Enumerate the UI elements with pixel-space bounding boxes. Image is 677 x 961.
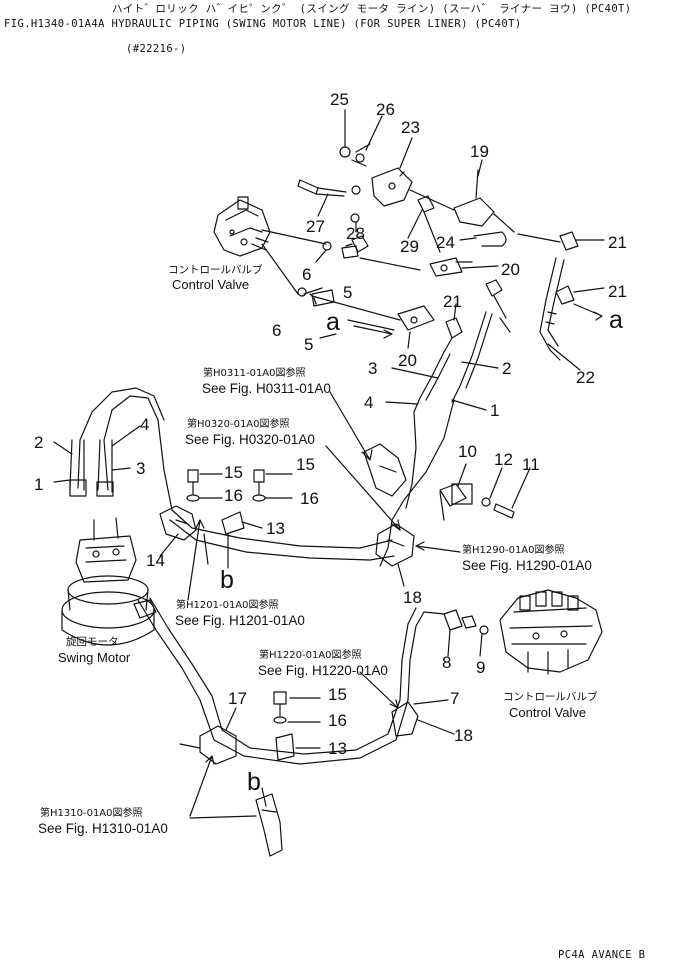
- figure-title: FIG.H1340-01A4A HYDRAULIC PIPING (SWING …: [4, 18, 522, 30]
- reference-link[interactable]: See Fig. H0311-01A0: [202, 381, 331, 396]
- part-number: 18: [454, 726, 473, 745]
- reference-jp: 第H1310-01A0図参照: [40, 808, 143, 819]
- part-number: 16: [224, 486, 243, 505]
- part-number: 21: [608, 282, 627, 301]
- part-number: 13: [328, 739, 347, 758]
- control-valve-right-label: Control Valve: [509, 705, 587, 720]
- part-number: 11: [522, 455, 540, 474]
- swing-motor-jp: 旋回モータ: [66, 636, 119, 648]
- part-number: 10: [458, 442, 477, 461]
- part-number: 19: [470, 142, 489, 161]
- part-number: 1: [490, 401, 500, 420]
- part-number: 13: [266, 519, 285, 538]
- part-number: 23: [401, 118, 420, 137]
- control-valve-right: [500, 590, 602, 674]
- part-number: 6: [272, 321, 282, 340]
- part-number: 20: [501, 260, 520, 279]
- part-number: 9: [476, 658, 486, 677]
- reference-jp: 第H0320-01A0図参照: [187, 419, 290, 430]
- part-number: 28: [346, 224, 365, 243]
- part-number: 3: [368, 359, 378, 378]
- part-number: 4: [140, 415, 150, 434]
- part-number: 6: [302, 265, 312, 284]
- part-number: 1: [34, 475, 44, 494]
- reference-link[interactable]: See Fig. H0320-01A0: [185, 432, 315, 447]
- part-number: 24: [436, 233, 455, 252]
- part-number: 15: [224, 463, 243, 482]
- part-number: 26: [376, 100, 395, 119]
- callout-b: b: [220, 566, 234, 594]
- reference-jp: 第H1220-01A0図参照: [259, 650, 362, 661]
- part-number: 2: [502, 359, 512, 378]
- part-number: 15: [328, 685, 347, 704]
- part-number: 8: [442, 653, 452, 672]
- part-number: 2: [34, 433, 44, 452]
- reference-link[interactable]: See Fig. H1220-01A0: [258, 663, 388, 678]
- part-number: 16: [328, 711, 347, 730]
- footer-code: PC4A AVANCE B: [558, 949, 646, 961]
- part-number: 27: [306, 217, 325, 236]
- reference-jp: 第H1201-01A0図参照: [176, 600, 279, 611]
- reference-jp: 第H1290-01A0図参照: [462, 545, 565, 556]
- serial-range: (#22216-): [126, 43, 187, 55]
- jp-title: ハイト゛ロリック ハ゛イヒ゜ンク゛ (スイング モータ ライン) (スーハ゛ ラ…: [112, 3, 632, 15]
- part-number: 3: [136, 459, 146, 478]
- part-number: 21: [608, 233, 627, 252]
- part-number: 15: [296, 455, 315, 474]
- part-number: 16: [300, 489, 319, 508]
- part-number: 4: [364, 393, 374, 412]
- part-number: 12: [494, 450, 513, 469]
- part-number: 20: [398, 351, 417, 370]
- part-number: 18: [403, 588, 422, 607]
- control-valve-right-jp: コントロールバルブ: [503, 691, 598, 703]
- part-number: 21: [443, 292, 462, 311]
- swing-motor: [62, 518, 154, 645]
- control-valve-top-label: Control Valve: [172, 277, 250, 292]
- part-number: 5: [343, 283, 353, 302]
- part-number: 14: [146, 551, 165, 570]
- callout-a: a: [326, 308, 340, 336]
- part-number: 17: [228, 689, 247, 708]
- reference-link[interactable]: See Fig. H1201-01A0: [175, 613, 305, 628]
- part-number: 7: [450, 689, 460, 708]
- reference-jp: 第H0311-01A0図参照: [203, 368, 306, 379]
- reference-link[interactable]: See Fig. H1310-01A0: [38, 821, 168, 836]
- part-number: 5: [304, 335, 314, 354]
- part-number: 25: [330, 90, 349, 109]
- reference-link[interactable]: See Fig. H1290-01A0: [462, 558, 592, 573]
- part-number: 29: [400, 237, 419, 256]
- swing-motor-label: Swing Motor: [58, 650, 131, 665]
- callout-a: a: [609, 306, 623, 334]
- part-number: 22: [576, 368, 595, 387]
- control-valve-top: [214, 197, 270, 256]
- callout-b: b: [247, 768, 261, 796]
- control-valve-top-jp: コントロールバルブ: [168, 264, 263, 276]
